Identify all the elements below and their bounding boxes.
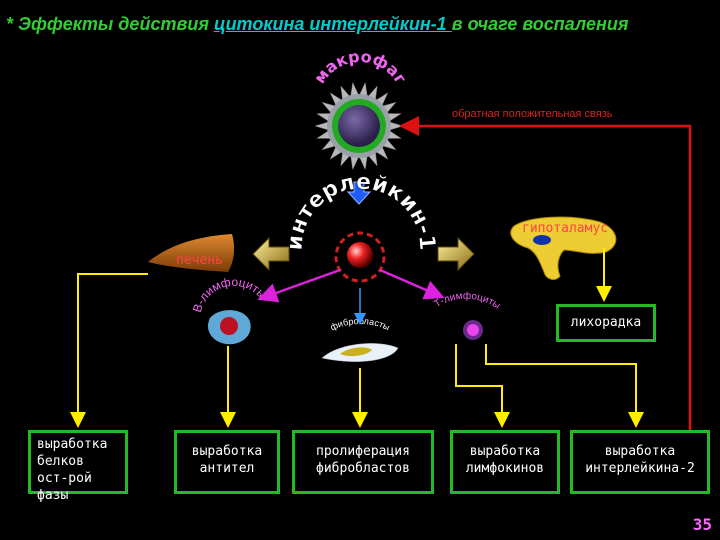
- il1-label: интерлейкин-1: [283, 170, 440, 252]
- right-gold-arrow-icon: [437, 236, 475, 272]
- t-cells-to-lymphokines-line: [455, 344, 510, 428]
- antibodies-box: выработка антител: [174, 430, 280, 494]
- t-lymphocyte-cell: [463, 320, 483, 340]
- macrophage-label: макрофаг: [310, 47, 410, 87]
- t-lymphocytes-label: Т-лимфоциты: [432, 290, 502, 312]
- il1-ball: [347, 242, 373, 268]
- title-part-1: * Эффекты действия: [6, 14, 214, 34]
- title-part-3: в очаге воспаления: [451, 14, 629, 34]
- arrow-to-b-lymphocytes: [257, 268, 341, 303]
- acute-phase-text: выработка белков ост-рой фазы: [37, 437, 108, 503]
- acute-phase-box: выработка белков ост-рой фазы: [28, 430, 128, 503]
- page-title: * Эффекты действия цитокина интерлейкин-…: [6, 14, 718, 35]
- il2-text: выработка интерлейкина-2: [585, 444, 695, 476]
- fibroblast-prolif-box: пролиферация фибробластов: [292, 430, 434, 494]
- antibodies-text: выработка антител: [191, 444, 263, 476]
- il2-box: выработка интерлейкина-2: [570, 430, 710, 494]
- fever-box: лихорадка: [556, 304, 656, 342]
- hypothalamus-spot: [533, 235, 551, 245]
- fibroblast-cell: [321, 343, 399, 362]
- b-lymphocyte-cell: [207, 310, 251, 345]
- down-arrow-icon: [346, 181, 372, 205]
- macrophage-cell: [314, 81, 404, 171]
- fibroblast-prolif-text: пролиферация фибробластов: [316, 444, 410, 476]
- hypothalamus-shape: [510, 216, 617, 280]
- il1-dashed-ring: [334, 231, 386, 283]
- arrow-to-t-lymphocytes: [379, 268, 445, 300]
- t-cells-to-il2-line: [485, 344, 644, 428]
- lymphokines-text: выработка лимфокинов: [465, 444, 545, 476]
- liver-shape: [148, 234, 235, 272]
- feedback-arrow: [399, 116, 692, 432]
- hypothalamus-label: гипоталамус: [522, 221, 609, 236]
- title-part-2: цитокина интерлейкин-1: [213, 14, 452, 34]
- liver-to-acute-phase-line: [70, 273, 148, 428]
- left-gold-arrow-icon: [252, 236, 290, 272]
- feedback-label: обратная положительная связь: [452, 108, 613, 120]
- b-lymphocytes-label: В-лимфоциты: [190, 275, 270, 314]
- page-number: 35: [692, 515, 712, 534]
- lymphokines-box: выработка лимфокинов: [450, 430, 560, 494]
- liver-label: печень: [176, 253, 223, 268]
- fever-text: лихорадка: [570, 315, 642, 330]
